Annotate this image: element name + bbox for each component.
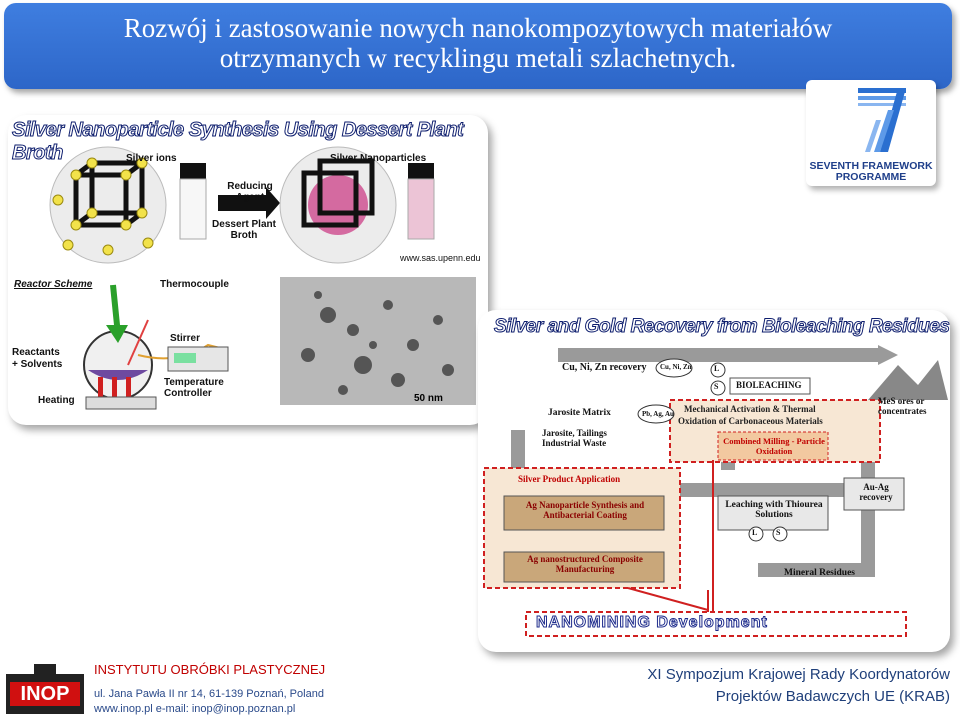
- label-solvents: + Solvents: [12, 359, 63, 370]
- inop-logo-icon: [6, 664, 84, 714]
- label-cu-ni-zn-recovery: Cu, Ni, Zn recovery: [562, 362, 647, 373]
- recovery-heading: Silver and Gold Recovery from Bioleachin…: [493, 316, 950, 338]
- label-industrial-waste: Industrial Waste: [542, 438, 607, 448]
- label-leaching-thiourea: Leaching with Thiourea Solutions: [725, 500, 823, 520]
- institute-name: INSTYTUTU OBRÓBKI PLASTYCZNEJ: [94, 662, 326, 677]
- label-bioleaching: BIOLEACHING: [736, 380, 802, 390]
- institute-address: ul. Jana Pawła II nr 14, 61-139 Poznań, …: [94, 688, 324, 700]
- label-reducing-agent: Reducing Agent: [227, 181, 273, 203]
- recovery-flow-diagram: [483, 345, 948, 637]
- inop-logo: INOP: [6, 660, 84, 716]
- label-au-ag-recovery: Au-Ag recovery: [859, 482, 893, 502]
- source-url: www.sas.upenn.edu: [400, 253, 481, 263]
- label-silver-nanoparticles: Silver Nanoparticles: [330, 153, 427, 164]
- nanomining-banner: NANOMINING Development: [536, 614, 768, 632]
- label-stirrer: Stirrer: [170, 333, 201, 344]
- label-jarosite-matrix: Jarosite Matrix: [548, 408, 611, 418]
- symposium-line-2: Projektów Badawczych UE (KRAB): [715, 688, 950, 705]
- inop-logo-text: INOP: [20, 683, 70, 705]
- label-reactants: Reactants: [12, 347, 60, 358]
- label-silver-product-application: Silver Product Application: [518, 474, 621, 484]
- synthesis-heading: Silver Nanoparticle Synthesis Using Dess…: [12, 119, 465, 165]
- label-pb-ag-au: Pb, Ag, Au: [642, 410, 674, 418]
- title-line-2: otrzymanych w recyklingu metali szlachet…: [219, 43, 737, 73]
- label-S-top: S: [714, 382, 719, 391]
- institute-contact: www.inop.pl e-mail: inop@inop.poznan.pl: [94, 703, 296, 715]
- label-silver-ions: Silver ions: [126, 153, 177, 164]
- fp7-seven-icon: [858, 88, 906, 152]
- label-cu-ni-zn: Cu, Ni, Zn: [660, 363, 692, 371]
- label-reactor-scheme: Reactor Scheme: [14, 279, 93, 290]
- label-ag-nanoparticle: Ag Nanoparticle Synthesis and Antibacter…: [525, 500, 645, 520]
- label-S-bottom: S: [776, 528, 781, 537]
- label-scale-bar: 50 nm: [414, 393, 443, 404]
- recovery-panel: Silver and Gold Recovery from Bioleachin…: [478, 310, 950, 652]
- label-jarosite-tailings: Jarosite, Tailings: [542, 428, 607, 438]
- label-ag-nanostructured: Ag nanostructured Composite Manufacturin…: [527, 554, 643, 574]
- label-mineral-residues: Mineral Residues: [784, 568, 855, 578]
- label-combined-milling: Combined Milling - Particle Oxidation: [723, 436, 825, 456]
- label-mechanical-activation: Mechanical Activation & Thermal: [684, 404, 816, 414]
- fp7-line-2: PROGRAMME: [835, 171, 907, 183]
- title-line-1: Rozwój i zastosowanie nowych nanokompozy…: [123, 13, 833, 43]
- label-L-top: L: [714, 364, 720, 373]
- synthesis-panel: Silver Nanoparticle Synthesis Using Dess…: [8, 115, 488, 425]
- label-thermocouple: Thermocouple: [160, 279, 229, 290]
- label-dessert-plant-broth: Dessert Plant Broth: [212, 219, 276, 241]
- label-oxidation-carbonaceous: Oxidation of Carbonaceous Materials: [678, 416, 823, 426]
- synthesis-illustration: [49, 146, 476, 410]
- fp7-line-1: SEVENTH FRAMEWORK: [809, 160, 933, 172]
- fp7-logo: SEVENTH FRAMEWORK PROGRAMME: [806, 80, 936, 186]
- label-heating: Heating: [38, 395, 75, 406]
- title-banner: Rozwój i zastosowanie nowych nanokompozy…: [4, 3, 952, 89]
- symposium-line-1: XI Sympozjum Krajowej Rady Koordynatorów: [647, 666, 950, 683]
- label-L-bottom: L: [752, 528, 758, 537]
- label-mes-ores: MeS ores or concentrates: [878, 396, 927, 416]
- label-temperature-controller: Temperature Controller: [164, 377, 224, 399]
